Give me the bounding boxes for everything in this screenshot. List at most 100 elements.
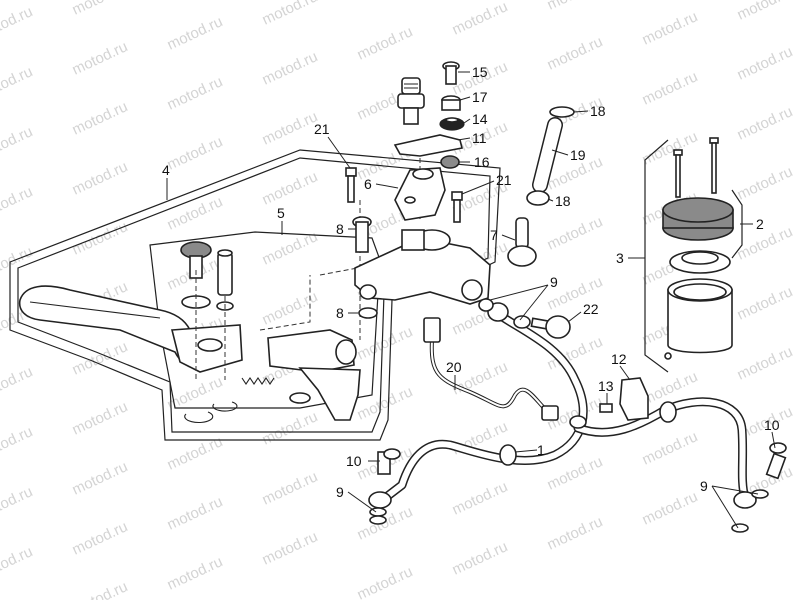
leader-line <box>461 180 495 195</box>
guide-line <box>259 275 311 331</box>
watermark-text: motod.ru <box>640 128 701 168</box>
watermark-text: motod.ru <box>0 423 35 463</box>
watermark-text: motod.ru <box>260 0 321 29</box>
watermark-text: motod.ru <box>735 163 796 203</box>
callout-14: 14 <box>472 111 488 127</box>
callout-5: 5 <box>277 205 285 221</box>
bolt-15 <box>442 61 460 85</box>
reservoir-washer <box>664 352 672 360</box>
watermark-text: motod.ru <box>70 458 131 498</box>
watermark-text: motod.ru <box>545 33 606 73</box>
watermark-text: motod.ru <box>355 383 416 423</box>
callout-3: 3 <box>616 250 624 266</box>
leader-line <box>514 449 538 453</box>
sealing-washer <box>478 298 494 312</box>
callout-15: 15 <box>472 64 488 80</box>
watermark-text: motod.ru <box>0 543 35 583</box>
watermark-text: motod.ru <box>260 48 321 88</box>
handlebar-clamp <box>394 167 446 221</box>
sealing-washer <box>751 489 769 499</box>
circlip <box>184 411 214 424</box>
group-outline-4-inner <box>17 157 491 433</box>
leader-line <box>771 431 776 449</box>
spring <box>241 377 275 385</box>
brake-switch <box>397 77 425 125</box>
watermark-text: motod.ru <box>70 518 131 558</box>
callout-20: 20 <box>446 359 462 375</box>
watermark-text: motod.ru <box>165 13 226 53</box>
watermark-text: motod.ru <box>165 553 226 593</box>
watermark-text: motod.ru <box>735 43 796 83</box>
watermark-text: motod.ru <box>545 513 606 553</box>
hose-sleeve <box>659 401 677 423</box>
watermark-text: motod.ru <box>70 158 131 198</box>
hose-ferrule <box>569 415 587 429</box>
callout-2: 2 <box>756 216 764 232</box>
bracket-11 <box>393 134 463 157</box>
callout-11: 11 <box>472 130 487 146</box>
watermark-text: motod.ru <box>0 123 35 163</box>
group-outline-5 <box>149 231 381 409</box>
callout-17: 17 <box>472 89 488 105</box>
leader-line <box>547 198 554 202</box>
callout-4: 4 <box>162 162 170 178</box>
reservoir-cap <box>662 197 734 241</box>
leader-line <box>619 365 631 381</box>
watermark-text: motod.ru <box>355 323 416 363</box>
callout-9c: 9 <box>700 478 708 494</box>
hose-guide <box>619 377 649 421</box>
callout-21b: 21 <box>496 172 512 188</box>
callout-18: 18 <box>590 103 606 119</box>
leader-line <box>457 137 471 141</box>
group-outline-2 <box>731 189 743 259</box>
watermark-text: motod.ru <box>165 433 226 473</box>
leader-line <box>551 149 569 156</box>
callout-10b: 10 <box>764 417 780 433</box>
brake-hose-main <box>380 307 588 503</box>
watermark-text: motod.ru <box>0 363 35 403</box>
watermark-text: motod.ru <box>70 98 131 138</box>
callout-22: 22 <box>583 301 599 317</box>
leader-line <box>501 234 516 241</box>
watermark-text: motod.ru <box>735 0 796 24</box>
watermark-text: motod.ru <box>355 0 416 4</box>
watermark-text: motod.ru <box>450 538 511 578</box>
watermark-text: motod.ru <box>165 133 226 173</box>
watermark-text: motod.ru <box>260 288 321 328</box>
watermark-text: motod.ru <box>70 218 131 258</box>
sealing-washer <box>513 315 531 329</box>
watermark-text: motod.ru <box>165 73 226 113</box>
master-cylinder-body <box>354 229 491 305</box>
watermark-text: motod.ru <box>260 168 321 208</box>
callout-13: 13 <box>598 378 614 394</box>
spring-14 <box>439 117 465 131</box>
watermark-text: motod.ru <box>70 398 131 438</box>
watermark-text: motod.ru <box>735 223 796 263</box>
watermark-text: motod.ru <box>70 0 131 19</box>
watermark-text: motod.ru <box>735 283 796 323</box>
watermark-text: motod.ru <box>260 408 321 448</box>
reservoir-diaphragm <box>669 250 731 274</box>
leader-line <box>459 96 471 101</box>
banjo-bolt <box>765 442 787 480</box>
watermark-text: motod.ru <box>0 3 35 43</box>
watermark-text: motod.ru <box>450 0 511 39</box>
callout-6: 6 <box>364 176 372 192</box>
bolt-22 <box>530 315 571 339</box>
banjo-fitting <box>507 217 537 267</box>
watermark-text: motod.ru <box>545 213 606 253</box>
banjo-bolt <box>377 448 401 475</box>
sealing-washer <box>369 515 387 525</box>
reservoir-screw <box>709 137 719 194</box>
watermark-text: motod.ru <box>260 528 321 568</box>
callout-9: 9 <box>550 274 558 290</box>
watermark-text: motod.ru <box>260 108 321 148</box>
leader-line <box>489 284 549 321</box>
adjuster-block <box>267 329 361 421</box>
watermark-text: motod.ru <box>640 488 701 528</box>
circlip <box>212 401 238 412</box>
brake-hose-rear <box>573 397 750 503</box>
watermark-text: motod.ru <box>640 68 701 108</box>
watermark-text: motod.ru <box>0 183 35 223</box>
